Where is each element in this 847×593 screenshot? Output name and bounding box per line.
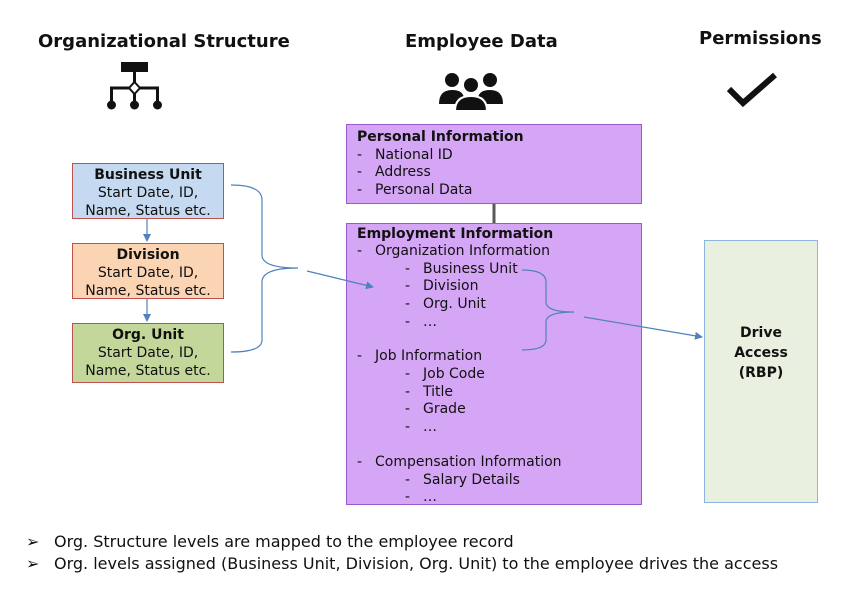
comp-info-item: Salary Details xyxy=(423,472,520,488)
dash-marker: - xyxy=(405,366,411,382)
org-levels-brace xyxy=(230,184,299,353)
comp-info-item: … xyxy=(423,489,437,505)
business-unit-line1: Start Date, ID, xyxy=(97,185,199,201)
org-info-item: Org. Unit xyxy=(423,296,486,312)
arrow-bullet-icon: ➢ xyxy=(26,532,40,551)
org-info-item: Division xyxy=(423,278,479,294)
org-unit-title: Org. Unit xyxy=(112,327,184,343)
division-title: Division xyxy=(116,247,180,263)
employment-information-box: Employment Information - Organization In… xyxy=(346,223,642,505)
employment-information-title: Employment Information xyxy=(357,226,554,242)
dash-marker: - xyxy=(357,243,363,259)
drive-access-line2: Access xyxy=(734,345,788,361)
dash-marker: - xyxy=(405,384,411,400)
dash-marker: - xyxy=(405,472,411,488)
dash-marker: - xyxy=(405,296,411,312)
personal-item: National ID xyxy=(375,147,453,163)
drive-access-box: Drive Access (RBP) xyxy=(704,240,818,503)
org-unit-box: Org. Unit Start Date, ID, Name, Status e… xyxy=(72,323,224,383)
dash-marker: - xyxy=(405,278,411,294)
dash-marker: - xyxy=(357,348,363,364)
division-box: Division Start Date, ID, Name, Status et… xyxy=(72,243,224,299)
personal-item: Personal Data xyxy=(375,182,473,198)
business-unit-box: Business Unit Start Date, ID, Name, Stat… xyxy=(72,163,224,219)
org-info-item: Business Unit xyxy=(423,261,518,277)
dash-marker: - xyxy=(405,419,411,435)
comp-info-label: Compensation Information xyxy=(375,454,562,470)
drive-access-line3: (RBP) xyxy=(738,365,784,381)
business-unit-title: Business Unit xyxy=(94,167,202,183)
personal-information-box: Personal Information - National ID - Add… xyxy=(346,124,642,204)
division-line2: Name, Status etc. xyxy=(85,283,211,299)
dash-marker: - xyxy=(405,314,411,330)
heading-employee-data: Employee Data xyxy=(405,31,558,52)
job-info-label: Job Information xyxy=(375,348,483,364)
people-group-icon xyxy=(439,73,503,112)
dash-marker: - xyxy=(405,401,411,417)
bullet-2-text: Org. levels assigned (Business Unit, Div… xyxy=(54,554,779,573)
dash-marker: - xyxy=(357,164,363,180)
heading-org-structure: Organizational Structure xyxy=(38,31,290,52)
org-info-item: … xyxy=(423,314,437,330)
business-unit-line2: Name, Status etc. xyxy=(85,203,211,219)
job-info-item: … xyxy=(423,419,437,435)
heading-permissions: Permissions xyxy=(699,28,822,49)
bullet-2: ➢ Org. levels assigned (Business Unit, Di… xyxy=(26,554,778,573)
job-info-item: Job Code xyxy=(423,366,485,382)
org-info-label: Organization Information xyxy=(375,243,550,259)
drive-access-line1: Drive xyxy=(740,325,782,341)
arrow-bullet-icon: ➢ xyxy=(26,554,40,573)
org-chart-icon xyxy=(107,62,162,110)
job-info-item: Grade xyxy=(423,401,466,417)
dash-marker: - xyxy=(357,454,363,470)
personal-item: Address xyxy=(375,164,431,180)
org-unit-line1: Start Date, ID, xyxy=(97,345,199,361)
bullet-1-text: Org. Structure levels are mapped to the … xyxy=(54,532,514,551)
org-unit-line2: Name, Status etc. xyxy=(85,363,211,379)
dash-marker: - xyxy=(405,261,411,277)
dash-marker: - xyxy=(357,182,363,198)
bullet-1: ➢ Org. Structure levels are mapped to the… xyxy=(26,532,514,551)
checkmark-icon xyxy=(726,72,777,108)
personal-information-title: Personal Information xyxy=(357,129,524,145)
dash-marker: - xyxy=(357,147,363,163)
dash-marker: - xyxy=(405,489,411,505)
job-info-item: Title xyxy=(423,384,454,400)
division-line1: Start Date, ID, xyxy=(97,265,199,281)
